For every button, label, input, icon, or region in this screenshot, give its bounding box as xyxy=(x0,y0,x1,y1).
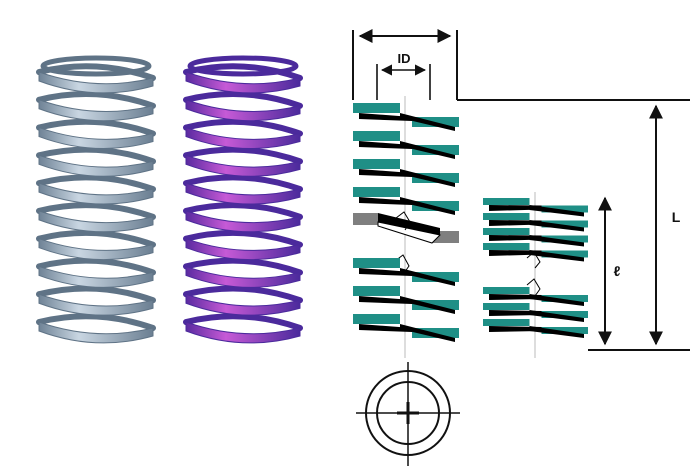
coil-front xyxy=(38,99,154,122)
coil-top-ring xyxy=(187,55,299,77)
section-wire xyxy=(483,319,530,326)
section-wire-shadow xyxy=(400,113,455,131)
coil-back xyxy=(36,91,156,109)
section-wire-shadow xyxy=(489,294,542,300)
coil-back xyxy=(183,118,303,137)
coil-back xyxy=(36,285,156,304)
end-view-icon xyxy=(356,362,460,466)
coil-back xyxy=(36,229,156,248)
gray-spring-icon xyxy=(36,55,156,344)
section-wire-shadow xyxy=(359,141,412,149)
coil-front xyxy=(185,321,301,344)
section-wire-shadow xyxy=(359,169,412,177)
section-wire-shadow xyxy=(529,220,584,232)
section-break xyxy=(353,211,459,274)
coil-front xyxy=(185,210,301,233)
section-wire-shadow xyxy=(400,296,455,314)
section-wire xyxy=(483,243,530,250)
coil-back xyxy=(36,174,156,193)
section-wire-shadow xyxy=(400,141,455,159)
coil-front xyxy=(38,210,154,233)
free-length-label: L xyxy=(672,209,681,225)
coil-front xyxy=(38,265,154,288)
outer-diameter-dimension xyxy=(352,29,458,100)
section-wire xyxy=(483,287,530,294)
coil-front xyxy=(38,293,154,316)
section-wire xyxy=(483,213,530,220)
section-wire-shadow xyxy=(359,113,412,121)
section-wire-shadow xyxy=(400,324,455,342)
coil-front xyxy=(185,237,301,261)
coil-back xyxy=(36,146,156,165)
section-wire-shadow xyxy=(359,268,412,276)
coil-front xyxy=(185,154,301,177)
section-wire-shadow xyxy=(359,197,412,205)
section-wire-shadow xyxy=(529,326,584,338)
section-wire-shadow xyxy=(529,235,584,247)
section-wire xyxy=(353,258,400,268)
compressed-spring-section xyxy=(483,192,588,358)
coil-front xyxy=(38,154,154,177)
section-wire-shadow xyxy=(489,235,542,241)
section-wire xyxy=(483,198,530,205)
section-wire xyxy=(483,228,530,235)
id-label: ID xyxy=(398,51,411,66)
section-wire xyxy=(353,314,400,324)
coil-front xyxy=(185,126,301,149)
section-wire xyxy=(483,303,530,310)
section-wire-shadow xyxy=(400,268,455,286)
coil-back xyxy=(36,257,156,276)
section-wire-shadow xyxy=(529,250,584,262)
coil-front xyxy=(38,237,154,261)
coil-back xyxy=(183,313,303,331)
section-wire-shadow xyxy=(359,296,412,304)
coil-front xyxy=(185,182,301,205)
coil-back xyxy=(183,146,303,165)
section-wire xyxy=(353,159,400,169)
compressed-length-label: ℓ xyxy=(614,263,621,279)
section-wire-shadow xyxy=(529,205,584,217)
section-wire-shadow xyxy=(489,250,542,256)
coil-back xyxy=(36,313,156,331)
section-wire-shadow xyxy=(400,169,455,187)
coil-back xyxy=(183,202,303,220)
section-wire-shadow xyxy=(489,310,542,316)
section-wire xyxy=(353,103,400,113)
coil-front xyxy=(38,71,154,94)
free-length-dimension xyxy=(457,99,690,351)
section-wire-shadow xyxy=(529,294,584,306)
section-wire-shadow xyxy=(359,324,412,332)
section-wire xyxy=(353,187,400,197)
coil-front xyxy=(185,99,301,122)
coil-front xyxy=(38,126,154,149)
section-wire-shadow xyxy=(400,197,455,215)
inner-diameter-dimension xyxy=(376,64,431,100)
coil-back xyxy=(183,229,303,248)
section-wire-shadow xyxy=(529,310,584,322)
purple-spring-icon xyxy=(183,55,303,344)
coil-front xyxy=(185,265,301,288)
coil-back xyxy=(36,202,156,220)
coil-top-ring xyxy=(40,55,152,77)
coil-front xyxy=(185,71,301,94)
coil-back xyxy=(183,174,303,193)
section-wire-shadow xyxy=(489,326,542,332)
coil-back xyxy=(183,285,303,304)
section-wire-shadow xyxy=(489,205,542,211)
coil-front xyxy=(38,182,154,205)
coil-back xyxy=(183,91,303,109)
coil-back xyxy=(183,257,303,276)
free-spring-section xyxy=(353,96,459,358)
coil-back xyxy=(36,118,156,137)
section-wire xyxy=(353,131,400,141)
section-wire xyxy=(353,286,400,296)
coil-front xyxy=(38,321,154,344)
section-wire-shadow xyxy=(489,220,542,226)
coil-front xyxy=(185,293,301,316)
